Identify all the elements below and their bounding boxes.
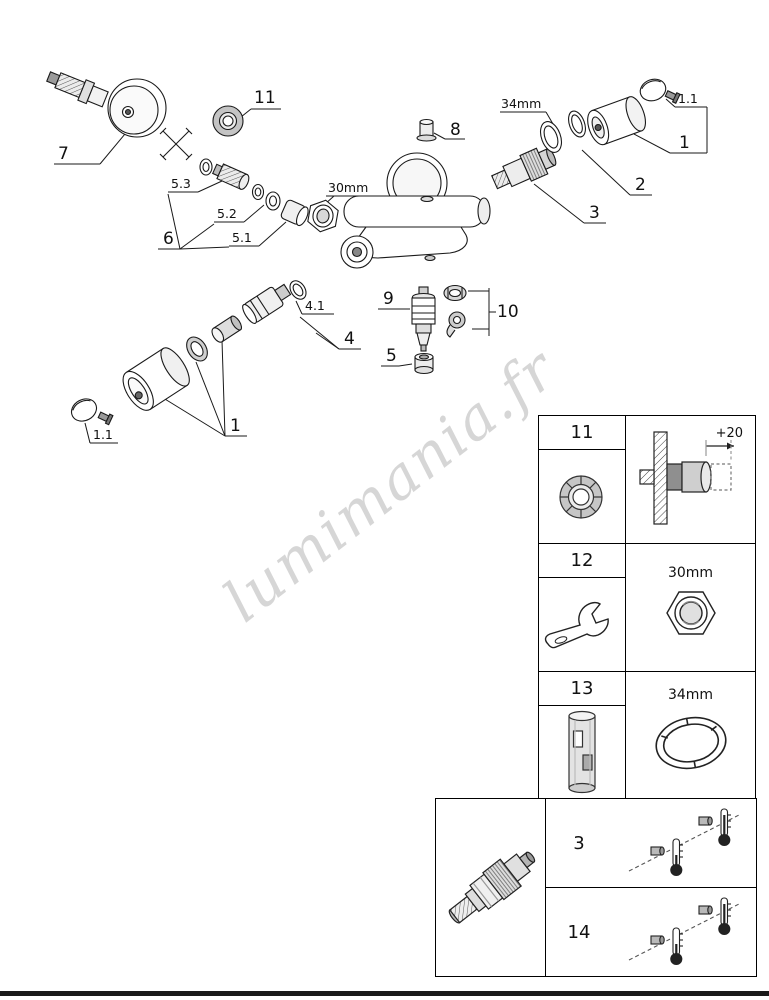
checkvalve-table: 3 bbox=[435, 798, 757, 977]
hook-clip-drawing bbox=[446, 311, 466, 338]
extension-label: +20 bbox=[715, 426, 743, 441]
ring-34mm-drawing bbox=[539, 121, 563, 153]
table-row-14: 14 bbox=[546, 888, 756, 976]
callout-8: 8 bbox=[450, 120, 461, 140]
table-row-13: 13 34mm bbox=[539, 672, 755, 799]
callout-7: 7 bbox=[58, 144, 69, 164]
callout-10: 10 bbox=[497, 302, 519, 322]
s-union-drawing bbox=[211, 163, 250, 190]
open-end-wrench-icon bbox=[539, 578, 625, 671]
socket-tool-icon bbox=[539, 706, 625, 799]
callout-2: 2 bbox=[635, 175, 646, 195]
callout-3: 3 bbox=[589, 203, 600, 223]
stop-ring-drawing bbox=[443, 284, 467, 302]
union-nut-icon bbox=[539, 450, 625, 543]
thermometer-comparison-icon bbox=[612, 805, 756, 881]
seal-ring-drawing bbox=[265, 191, 281, 211]
wall-extension-fitting-icon bbox=[630, 426, 752, 534]
part-number-14: 14 bbox=[567, 921, 591, 943]
handle-cup-drawing bbox=[122, 347, 190, 411]
wall-union-drawing bbox=[46, 71, 109, 108]
callout-1-1-bottom: 1.1 bbox=[93, 427, 113, 442]
part-number-12: 12 bbox=[539, 544, 625, 578]
check-valve-drawing bbox=[491, 147, 557, 190]
callout-9: 9 bbox=[383, 289, 394, 309]
callout-4: 4 bbox=[344, 329, 355, 349]
union-nut-drawing bbox=[212, 105, 244, 137]
nut-30mm-drawing bbox=[307, 199, 339, 233]
thermo-cartridge-drawing bbox=[411, 286, 436, 352]
ring-2-drawing bbox=[568, 110, 586, 138]
plug-drawing bbox=[416, 118, 437, 142]
check-valve-icon bbox=[436, 799, 546, 976]
handle-cap-drawing bbox=[70, 398, 98, 422]
page-footer-rule bbox=[0, 991, 769, 996]
adapter-nut-drawing bbox=[280, 199, 309, 227]
parts-drawings bbox=[46, 71, 681, 426]
callout-11: 11 bbox=[254, 88, 276, 108]
callout-5-3: 5.3 bbox=[171, 176, 191, 191]
handle-adapter-drawing bbox=[211, 315, 243, 343]
no-connection-mark bbox=[159, 127, 193, 161]
lock-ring-icon bbox=[641, 706, 741, 784]
handle-screw-drawing bbox=[97, 411, 114, 426]
table-row-11: 11 +20 bbox=[539, 416, 755, 544]
callout-6: 6 bbox=[163, 229, 174, 249]
accessories-table: 11 +20 bbox=[538, 415, 756, 800]
callout-34mm: 34mm bbox=[501, 96, 542, 111]
handle-ring-drawing bbox=[186, 336, 208, 362]
callout-30mm: 30mm bbox=[328, 180, 369, 195]
table-row-3: 3 bbox=[546, 799, 756, 888]
callout-5-2: 5.2 bbox=[217, 206, 237, 221]
part-number-11: 11 bbox=[539, 416, 625, 450]
sleeve-drawing bbox=[587, 96, 647, 146]
part-number-13: 13 bbox=[539, 672, 625, 706]
cap-drawing bbox=[639, 78, 667, 102]
part-number-3: 3 bbox=[573, 832, 585, 854]
faucet-body-drawing bbox=[340, 152, 491, 269]
callout-1-1-top: 1.1 bbox=[678, 91, 698, 106]
leader-lines bbox=[54, 98, 708, 444]
nut-size-label: 30mm bbox=[667, 565, 714, 581]
callout-5-1: 5.1 bbox=[232, 230, 252, 245]
washer-4-1-drawing bbox=[289, 280, 307, 300]
ring-size-label: 34mm bbox=[667, 687, 714, 703]
callout-4-1: 4.1 bbox=[305, 298, 325, 313]
escutcheon-drawing bbox=[107, 78, 167, 138]
flow-cartridge-drawing bbox=[242, 283, 292, 325]
table-row-12: 12 30mm bbox=[539, 544, 755, 672]
callout-5: 5 bbox=[386, 346, 397, 366]
callout-1-bottom: 1 bbox=[230, 416, 241, 436]
nut-5-drawing bbox=[414, 352, 434, 375]
hex-nut-icon bbox=[649, 584, 733, 650]
thermometer-comparison-icon bbox=[612, 894, 756, 970]
screw-drawing bbox=[664, 90, 681, 105]
callout-1-top: 1 bbox=[679, 133, 690, 153]
